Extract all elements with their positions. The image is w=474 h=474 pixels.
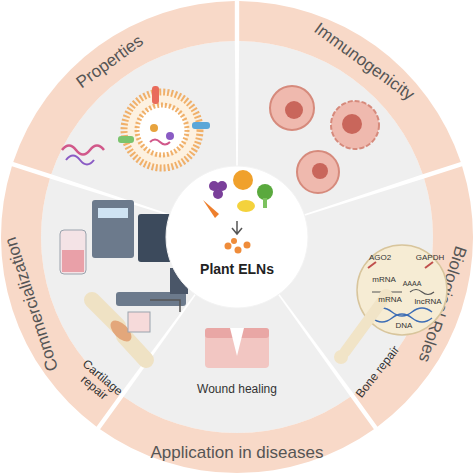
rna-line bbox=[372, 290, 434, 295]
rna-strand bbox=[62, 146, 104, 155]
grape bbox=[213, 189, 223, 199]
segment-band bbox=[13, 1, 235, 174]
center-disc bbox=[165, 165, 309, 309]
bioreactor bbox=[60, 230, 86, 274]
broccoli-stem bbox=[263, 198, 267, 208]
segment-wedge bbox=[124, 237, 351, 433]
cell-nucleus bbox=[312, 163, 328, 179]
nanoparticle bbox=[244, 242, 251, 249]
cargo bbox=[150, 124, 158, 132]
segment-band bbox=[239, 1, 461, 174]
membrane-protein bbox=[152, 86, 159, 104]
center-circle-shape bbox=[166, 166, 308, 308]
wound bbox=[230, 328, 244, 356]
segment-title: Application in diseases bbox=[151, 443, 324, 463]
rna-strand bbox=[66, 156, 94, 165]
machine-screen bbox=[98, 208, 128, 218]
long-bone bbox=[345, 300, 383, 352]
segment-band bbox=[1, 166, 120, 426]
culture-liquid bbox=[62, 250, 84, 272]
membrane-protein bbox=[118, 136, 134, 143]
joint-bone bbox=[92, 300, 118, 326]
nanoparticle bbox=[235, 247, 242, 254]
molecule-panel bbox=[357, 245, 447, 335]
immune-cell bbox=[297, 151, 339, 193]
application-label: Cartilage repair bbox=[66, 353, 130, 413]
segment-title: Biological Roles bbox=[414, 243, 470, 364]
bone-end bbox=[334, 350, 348, 364]
skin-layer bbox=[205, 328, 269, 368]
vesicle-membrane bbox=[124, 92, 200, 168]
molecule-label: GAPDH bbox=[416, 254, 444, 263]
nanoparticle bbox=[231, 238, 237, 244]
molecule-label: lncRNA bbox=[414, 298, 441, 307]
cargo-rna bbox=[150, 140, 170, 145]
dna-helix bbox=[372, 308, 432, 322]
center-circle: Plant ELNs bbox=[165, 165, 309, 309]
segment-band bbox=[354, 166, 473, 426]
orange bbox=[233, 170, 253, 190]
segment-title: Properties bbox=[73, 31, 147, 93]
vesicle-core bbox=[137, 105, 187, 155]
lemon bbox=[237, 200, 255, 212]
machine bbox=[138, 214, 172, 262]
cell-nucleus bbox=[342, 114, 362, 134]
segment-title: Immunogenicity bbox=[310, 19, 418, 105]
cargo bbox=[166, 132, 174, 140]
cell-nucleus bbox=[285, 101, 303, 119]
application-label: Bone repair bbox=[354, 343, 403, 400]
application-label: Wound healing bbox=[197, 383, 277, 396]
grape bbox=[217, 181, 227, 191]
molecule-label: AAAA bbox=[403, 280, 422, 288]
beaker bbox=[128, 312, 150, 332]
pump bbox=[170, 268, 188, 294]
carrot bbox=[203, 200, 219, 218]
membrane-protein bbox=[192, 122, 210, 129]
pump bbox=[116, 292, 186, 306]
segment-band bbox=[100, 397, 374, 473]
tubing bbox=[150, 300, 180, 312]
arrow bbox=[232, 221, 242, 234]
machine bbox=[92, 200, 134, 258]
broccoli bbox=[257, 184, 273, 200]
bone-end bbox=[379, 289, 393, 303]
grape bbox=[209, 181, 219, 191]
cartilage bbox=[107, 317, 135, 345]
immune-cell bbox=[331, 101, 379, 149]
center-title: Plant ELNs bbox=[165, 261, 309, 277]
molecule-label: AGO2 bbox=[369, 254, 391, 263]
molecule-label: mRNA bbox=[378, 296, 402, 305]
immune-cell bbox=[270, 86, 314, 130]
molecule-label: mRNA bbox=[372, 276, 396, 285]
joint-bone bbox=[124, 336, 146, 360]
skin-surface bbox=[205, 328, 269, 338]
molecule-label: DNA bbox=[396, 322, 413, 331]
pin-marker bbox=[368, 262, 433, 268]
nanoparticle bbox=[225, 243, 232, 250]
segment-title: Commercialization bbox=[0, 234, 62, 373]
